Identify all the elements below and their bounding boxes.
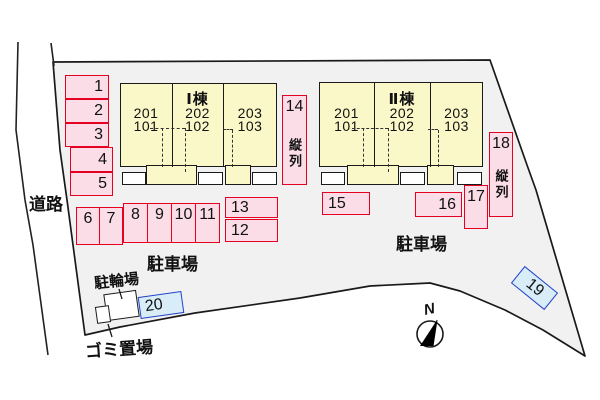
building-2-unit-divider	[430, 82, 431, 167]
building-2-entrance-box	[457, 172, 482, 185]
stall-number: 4	[98, 150, 107, 168]
stall-number: 8	[131, 206, 140, 223]
road-label: 道路	[29, 195, 63, 214]
building-1-stair-block	[225, 165, 251, 185]
room-number: 201	[133, 105, 159, 121]
building-1-entrance-box	[122, 172, 146, 185]
road-outer-line	[15, 41, 49, 356]
entrance-path-dashed	[363, 128, 364, 167]
parking-stall-11: 11	[195, 203, 220, 243]
parking-stall-18-tandem: 18 縦列	[489, 132, 513, 217]
building-2-entrance-box	[321, 172, 345, 185]
building-1-unit-101: 201 101	[120, 105, 172, 134]
building-1-title: Ⅰ棟	[186, 91, 209, 108]
entrance-path-dashed	[232, 130, 233, 167]
building-2-unit-102: 202 102	[374, 105, 430, 134]
building-2	[319, 82, 483, 167]
room-number: 101	[334, 118, 359, 134]
room-number: 202	[185, 105, 210, 121]
building-2-unit-103: 203 103	[430, 105, 483, 134]
building-2-unit-101: 201 101	[319, 105, 374, 134]
parking-stall-15: 15	[322, 192, 370, 215]
parking-stall-6: 6	[76, 207, 100, 245]
parking-stall-14-tandem: 14 縦列	[282, 95, 307, 185]
parking-stall-10: 10	[171, 203, 196, 243]
parking-stall-8: 8	[123, 203, 148, 243]
building-2-stair-block	[347, 165, 399, 185]
stall-number: 17	[467, 188, 485, 205]
building-1-unit-divider	[223, 83, 224, 167]
entrance-path-dashed	[185, 128, 186, 172]
room-number: 201	[334, 105, 359, 121]
stall-number: 14	[285, 98, 304, 115]
entrance-path-dashed	[150, 128, 185, 129]
room-number: 203	[444, 105, 469, 121]
parking-stall-2: 2	[65, 99, 109, 123]
room-number: 102	[389, 118, 415, 134]
stall-number: 9	[155, 206, 164, 223]
stall-number: 15	[328, 194, 346, 212]
stall-number: 3	[94, 126, 103, 143]
parking-stall-9: 9	[147, 203, 172, 243]
parking-area-label-right: 駐車場	[396, 235, 447, 254]
entrance-path-dashed	[438, 130, 439, 167]
building-1-entrance-box	[252, 172, 277, 185]
garbage-area-label: ゴミ置場	[84, 337, 154, 362]
tandem-label: 縦列	[493, 169, 509, 201]
entrance-path-dashed	[428, 129, 438, 130]
parking-stall-12: 12	[225, 219, 278, 242]
garbage-box	[94, 305, 112, 324]
building-2-unit-divider	[374, 82, 375, 167]
parking-stall-4: 4	[70, 147, 113, 172]
parking-stall-13: 13	[225, 197, 278, 218]
room-number: 101	[133, 118, 159, 134]
building-1-unit-103: 203 103	[223, 105, 277, 134]
entrance-path-dashed	[352, 128, 388, 129]
stall-number: 16	[438, 195, 456, 213]
entrance-path-dashed	[223, 129, 233, 130]
parking-stall-16: 16	[415, 192, 462, 217]
building-1	[120, 83, 277, 167]
room-number: 202	[389, 105, 415, 121]
building-1-stair-block	[146, 165, 197, 185]
stall-number: 6	[83, 210, 93, 227]
parking-stall-7: 7	[99, 207, 123, 245]
parking-stall-17: 17	[464, 185, 488, 229]
tandem-label: 縦列	[287, 138, 302, 170]
parking-stall-3: 3	[65, 123, 109, 147]
parking-stall-1: 1	[65, 75, 109, 99]
room-number: 103	[444, 118, 469, 134]
building-2-entrance-box	[400, 172, 425, 185]
stall-number: 10	[174, 206, 193, 223]
stall-number: 12	[231, 221, 249, 239]
entrance-path-dashed	[388, 128, 389, 172]
building-1-entrance-box	[198, 172, 223, 185]
stall-number: 2	[94, 102, 103, 119]
stall-number: 20	[143, 295, 164, 316]
stall-number: 18	[492, 135, 510, 152]
stall-number: 1	[94, 78, 103, 95]
stall-number: 13	[231, 198, 249, 216]
parking-area-label-left: 駐車場	[147, 255, 198, 274]
room-number: 102	[185, 118, 210, 134]
building-1-unit-divider	[172, 83, 173, 167]
stall-number: 11	[199, 206, 216, 223]
parking-stall-5: 5	[70, 172, 113, 196]
room-number: 203	[237, 105, 263, 121]
building-1-unit-102: 202 102	[172, 105, 223, 134]
entrance-path-dashed	[162, 128, 163, 167]
boundary-extension-line	[50, 42, 55, 67]
stall-number: 5	[98, 175, 107, 192]
stall-number: 7	[106, 210, 116, 227]
room-number: 103	[237, 118, 263, 134]
building-2-title: Ⅱ棟	[388, 91, 416, 108]
building-2-stair-block	[427, 165, 454, 185]
